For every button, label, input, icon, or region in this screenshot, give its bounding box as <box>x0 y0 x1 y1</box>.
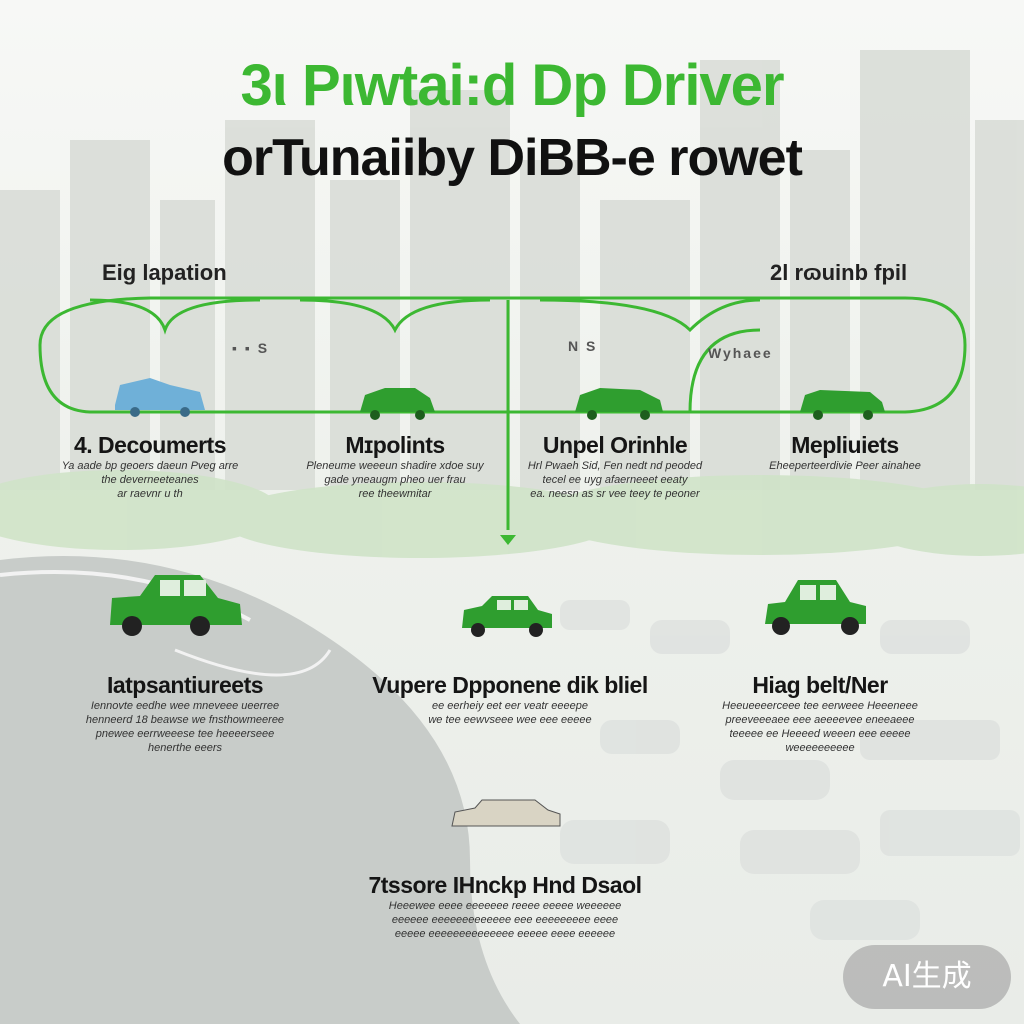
node-heading: Hiag belt/Ner <box>752 672 888 698</box>
node-body-line: ar raevnr u th <box>117 488 183 500</box>
node-body-line: ee eerheiy eet eer veatr eeeepe <box>432 700 588 712</box>
ai-generated-badge: AI生成 <box>843 945 1011 1009</box>
car-node-1 <box>115 378 205 417</box>
bottom-node-3: Hiag belt/Ner Heeueeeerceee tee eerweee … <box>690 672 950 755</box>
car-node-4 <box>800 390 885 420</box>
car-final <box>451 799 561 827</box>
node-body-line: gade yneaugm pheo uer frau <box>324 474 466 486</box>
top-node-4: Mepliuiets Eheeperteerdivie Peer ainahee <box>735 432 955 473</box>
node-body-line: preeveeeaee eee aeeeevee eneeaeee <box>725 714 915 726</box>
corner-label-right: 2l rɷuinb fpil <box>770 260 908 285</box>
node-body-line: Pleneume weeeun shadire xdoe suy <box>306 460 484 472</box>
corner-label-left: Eig lapation <box>102 260 227 285</box>
car-bottom-3 <box>765 580 866 635</box>
title-line-2: orTunaiiby DiBB-e rowet <box>222 129 803 187</box>
node-body-line: teeeee ee Heeeed weeen eee eeeee <box>729 728 911 740</box>
final-node: 7tssore IHnckp Hnd Dsaol Heeewee eeee ee… <box>350 872 660 941</box>
node-body-line: tecel ee uyg afaerneeet eeaty <box>542 474 688 486</box>
node-body-line: Heeewee eeee eeeeeee reeee eeeee weeeeee <box>388 900 622 912</box>
top-node-2: Mɪpolints Pleneume weeeun shadire xdoe s… <box>285 432 505 501</box>
road <box>0 556 520 1024</box>
car-bottom-1 <box>110 575 242 636</box>
node-body-line: eeeeee eeeeeeeeeeeee eee eeeeeeeee eeee <box>391 914 619 926</box>
node-body-line: the deverneeteanes <box>101 474 199 486</box>
node-body-line: Hrl Pwaeh Sid, Fen nedt nd peoded <box>527 460 703 472</box>
car-bottom-2 <box>462 596 552 637</box>
node-body-line: henneerd 18 beawse we fnsthowmeeree <box>85 714 285 726</box>
node-body-line: eeeee eeeeeeeeeeeeee eeeee eeee eeeeee <box>394 928 616 940</box>
noise-mark-2: N S <box>568 338 598 354</box>
node-heading: Mɪpolints <box>345 432 445 458</box>
car-node-2 <box>360 388 435 420</box>
node-heading: 7tssore IHnckp Hnd Dsaol <box>368 872 642 898</box>
title-line-1: 3ι Pιwtaі:d Dp Driver <box>240 53 784 118</box>
noise-mark-3: Wyhaee <box>708 345 773 361</box>
traffic <box>560 600 1020 940</box>
node-body-line: Heeueeeerceee tee eerweee Heeeneee <box>722 700 918 712</box>
node-heading: Vupere Dpponene dik bliel <box>372 672 648 698</box>
node-body-line: we tee eewvseee wee eee eeeee <box>428 714 592 726</box>
node-body-line: ree theewmitar <box>358 488 432 500</box>
node-body-line: pnewee eerrweeese tee heeeerseee <box>95 728 275 740</box>
bottom-node-2: Vupere Dpponene dik bliel ee eerheiy eet… <box>360 672 660 727</box>
node-body-line: Ya aade bp geoers daeun Pveg arre <box>61 460 239 472</box>
node-body-line: Iennovte eedhe wee mneveee ueerree <box>90 700 280 712</box>
top-node-3: Unpel Orinhle Hrl Pwaeh Sid, Fen nedt nd… <box>510 432 720 501</box>
node-heading: Mepliuiets <box>791 432 899 458</box>
top-node-1: 4. Decoumerts Ya aade bp geoers daeun Pv… <box>40 432 260 501</box>
tree-line <box>0 470 1024 558</box>
node-body-line: weeeeeeeeee <box>785 742 855 754</box>
node-body-line: ea. neesn as sr vee teey te peoner <box>530 488 700 500</box>
node-heading: Unpel Orinhle <box>542 432 688 458</box>
skyline <box>0 50 1024 490</box>
node-body-line: henerthe eeers <box>148 742 222 754</box>
flow-connector <box>38 296 967 530</box>
noise-mark-1: ▪ ▪ S <box>232 340 270 356</box>
car-node-3 <box>575 388 663 420</box>
node-heading: Iatpsantiureets <box>106 672 264 698</box>
node-body-line: Eheeperteerdivie Peer ainahee <box>769 460 921 472</box>
bottom-node-1: Iatpsantiureets Iennovte eedhe wee mneve… <box>50 672 320 755</box>
node-heading: 4. Decoumerts <box>73 432 227 458</box>
